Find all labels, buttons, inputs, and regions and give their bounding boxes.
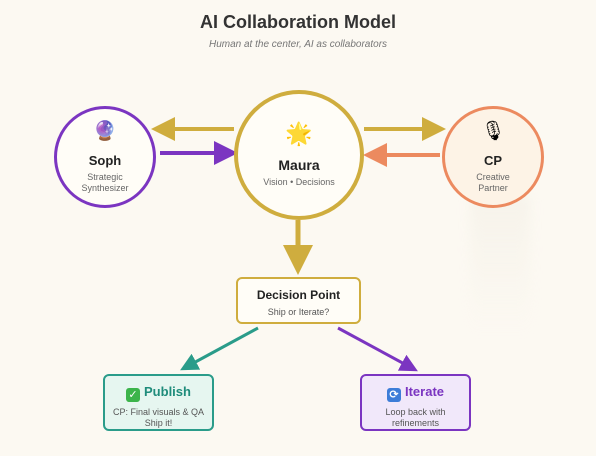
publish-line1: CP: Final visuals & QA (112, 407, 205, 417)
check-mark-icon: ✓ (126, 388, 141, 402)
publish-description: CP: Final visuals & QA Ship it! (105, 407, 212, 429)
glowing-star-icon: 🌟 (285, 120, 313, 146)
node-maura[interactable]: 🌟 Maura Vision • Decisions (234, 90, 364, 220)
iterate-title: Iterate (404, 384, 445, 399)
iterate-line2: refinements (391, 418, 440, 428)
edge-decision-to-iterate (337, 326, 418, 372)
soft-shadow (470, 195, 530, 335)
node-soph-role-line2: Synthesizer (81, 182, 129, 193)
node-soph-role: Strategic Synthesizer (81, 172, 128, 194)
node-iterate[interactable]: ⟳Iterate Loop back with refinements (360, 374, 471, 431)
node-soph-name: Soph (88, 152, 122, 168)
node-maura-name: Maura (278, 156, 320, 173)
publish-line2: Ship it! (144, 418, 173, 428)
publish-title: Publish (144, 384, 191, 399)
node-cp-role-line1: Creative (476, 171, 510, 182)
iterate-line1: Loop back with (385, 407, 446, 417)
decision-point-subtitle: Ship or Iterate? (267, 307, 330, 317)
node-publish[interactable]: ✓Publish CP: Final visuals & QA Ship it! (103, 374, 214, 431)
edge-decision-to-publish (180, 326, 259, 371)
node-cp-role: Creative Partner (476, 172, 510, 194)
node-decision-point[interactable]: Decision Point Ship or Iterate? (236, 277, 361, 324)
node-maura-role: Vision • Decisions (263, 176, 335, 187)
crystal-ball-icon: 🔮 (93, 120, 117, 142)
node-cp-name: CP (483, 152, 503, 168)
iterate-description: Loop back with refinements (362, 407, 469, 429)
iterate-heading: ⟳Iterate (362, 384, 469, 402)
cycle-arrows-icon: ⟳ (386, 388, 401, 402)
node-cp[interactable]: 🎙 CP Creative Partner (442, 106, 544, 208)
node-cp-role-line2: Partner (478, 182, 508, 193)
publish-heading: ✓Publish (105, 384, 212, 402)
microphone-icon: 🎙 (480, 120, 506, 142)
node-soph-role-line1: Strategic (87, 171, 123, 182)
node-soph[interactable]: 🔮 Soph Strategic Synthesizer (54, 106, 156, 208)
diagram-title: AI Collaboration Model (200, 12, 396, 32)
diagram-subtitle: Human at the center, AI as collaborators (208, 39, 388, 50)
decision-point-title: Decision Point (256, 288, 341, 302)
